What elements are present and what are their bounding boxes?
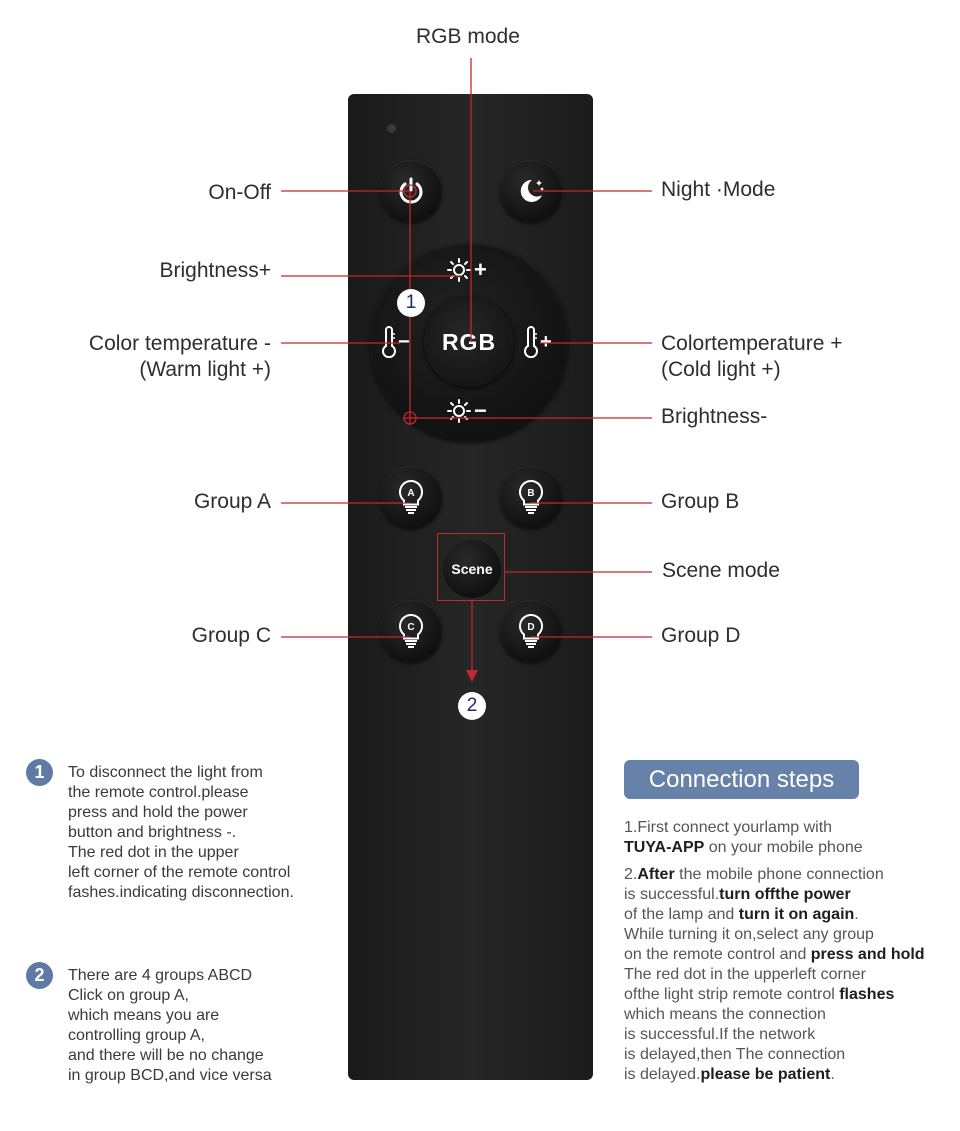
note-1-text: To disconnect the light from the remote … <box>68 764 294 901</box>
bulb-a-icon: A <box>399 479 423 514</box>
label-on-off: On-Off <box>208 181 271 204</box>
group-c-button[interactable]: C <box>380 600 442 662</box>
indicator-led <box>387 124 396 133</box>
group-a-letter: A <box>407 488 414 499</box>
note-2-badge: 2 <box>26 962 53 989</box>
note-1-badge: 1 <box>26 759 53 786</box>
brightness-up-button[interactable]: + <box>446 257 487 283</box>
scene-highlight-box <box>437 533 505 601</box>
rgb-button-label: RGB <box>441 328 497 355</box>
group-a-button[interactable]: A <box>380 466 442 528</box>
minus-glyph: − <box>398 330 410 353</box>
label-brightness-minus: Brightness- <box>661 405 768 428</box>
step-marker-2: 2 <box>458 692 486 720</box>
connection-step-2: 2.After the mobile phone connection is s… <box>624 866 925 1083</box>
thermometer-icon <box>524 326 538 358</box>
connection-step-1: 1.First connect yourlamp with TUYA-APP o… <box>624 819 863 856</box>
bulb-b-icon: B <box>519 479 543 514</box>
bulb-d-icon: D <box>519 613 543 648</box>
label-brightness-plus: Brightness+ <box>159 259 271 282</box>
bulb-c-icon: C <box>399 613 423 648</box>
label-color-temp-plus: Colortemperature + (Cold light +) <box>661 332 843 382</box>
group-d-button[interactable]: D <box>500 600 562 662</box>
moon-icon <box>520 179 544 202</box>
label-group-a: Group A <box>193 490 271 513</box>
sun-icon <box>447 258 471 282</box>
group-b-button[interactable]: B <box>500 466 562 528</box>
group-d-letter: D <box>527 622 534 633</box>
rgb-button[interactable]: RGB <box>424 297 514 387</box>
label-color-temp-minus: Color temperature - (Warm light +) <box>88 332 271 382</box>
note-2-text: There are 4 groups ABCD Click on group A… <box>68 967 272 1084</box>
label-group-d: Group D <box>661 624 741 647</box>
label-scene-mode: Scene mode <box>662 559 780 582</box>
group-c-letter: C <box>407 622 414 633</box>
label-rgb-mode: RGB mode <box>416 25 520 48</box>
label-night-mode: Night ·Mode <box>661 178 776 201</box>
label-group-b: Group B <box>661 490 740 513</box>
scene-button[interactable]: Scene <box>443 540 501 598</box>
label-group-c: Group C <box>191 624 271 647</box>
minus-glyph: − <box>474 398 487 423</box>
color-temp-up-button[interactable]: + <box>522 326 552 358</box>
scene-button-label: Scene <box>451 561 493 577</box>
group-b-letter: B <box>527 488 534 499</box>
thermometer-icon <box>382 326 396 358</box>
color-temp-down-button[interactable]: − <box>380 326 410 358</box>
plus-glyph: + <box>474 257 487 282</box>
step-marker-1: 1 <box>397 289 425 317</box>
connection-steps-title: Connection steps <box>624 760 859 799</box>
plus-glyph: + <box>540 330 552 353</box>
